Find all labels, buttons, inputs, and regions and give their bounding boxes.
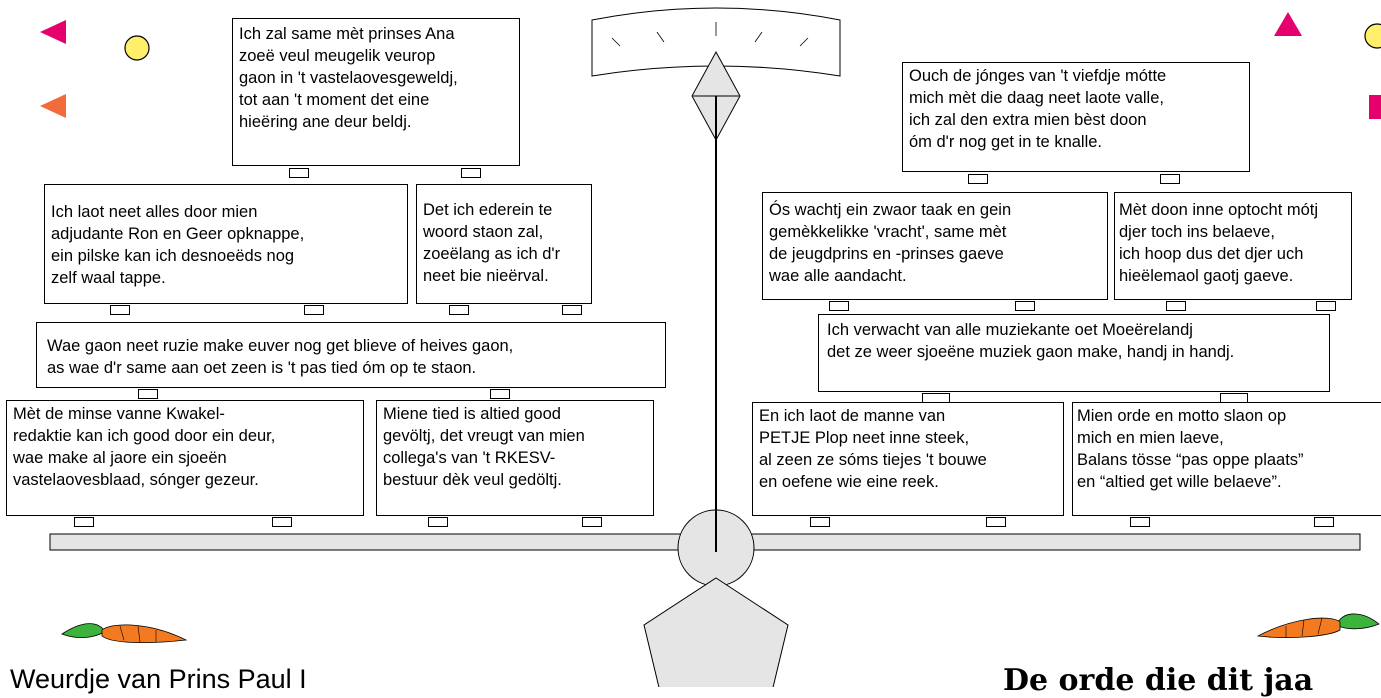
scale-base [643, 577, 789, 687]
weight-peg [1130, 517, 1150, 527]
weight-peg [272, 517, 292, 527]
carrot-icon [61, 623, 188, 644]
caption-left: Weurdje van Prins Paul I [10, 664, 307, 694]
weight-peg [968, 174, 988, 184]
weight-peg [428, 517, 448, 527]
weight-box-right-bottom-right: Mien orde en motto slaon op mich en mien… [1072, 402, 1381, 516]
weight-box-left-top: Ich zal same mèt prinses Ana zoeë veul m… [232, 18, 520, 166]
weight-peg [582, 517, 602, 527]
circle-yellow-icon [124, 35, 150, 61]
scale-dial [591, 7, 841, 77]
triangle-orange-icon [40, 94, 66, 118]
circle-yellow-icon [1364, 23, 1381, 49]
weight-box-left-bottom-left: Mèt de minse vanne Kwakel- redaktie kan … [6, 400, 364, 516]
weight-peg [138, 389, 158, 399]
weight-box-left-bottom-right: Miene tied is altied good gevöltj, det v… [376, 400, 654, 516]
weight-peg [1316, 301, 1336, 311]
weight-peg [449, 305, 469, 315]
weight-box-right-mid-right: Mèt doon inne optocht mótj djer toch ins… [1114, 192, 1352, 300]
weight-peg [1166, 301, 1186, 311]
weight-peg [810, 517, 830, 527]
weight-peg [829, 301, 849, 311]
weight-peg [1314, 517, 1334, 527]
weight-peg [461, 168, 481, 178]
weight-box-right-wide: Ich verwacht van alle muziekante oet Moe… [818, 314, 1330, 392]
weight-peg [1160, 174, 1180, 184]
triangle-up-pink-icon [1274, 12, 1302, 36]
weight-box-right-bottom-left: En ich laot de manne van PETJE Plop neet… [752, 402, 1064, 516]
weight-box-left-mid-right: Det ich ederein te woord staon zal, zoeë… [416, 184, 592, 304]
weight-peg [562, 305, 582, 315]
weight-peg [490, 389, 510, 399]
weight-peg [74, 517, 94, 527]
weight-peg [289, 168, 309, 178]
weight-box-left-mid-left: Ich laot neet alles door mien adjudante … [44, 184, 408, 304]
weight-box-right-top: Ouch de jónges van 't viefdje mótte mich… [902, 62, 1250, 172]
weight-peg [304, 305, 324, 315]
weight-peg [1015, 301, 1035, 311]
weight-box-left-wide: Wae gaon neet ruzie make euver nog get b… [36, 322, 666, 388]
caption-right: De orde die dit jaa [1003, 663, 1314, 698]
weight-peg [986, 517, 1006, 527]
carrot-icon [1256, 613, 1380, 639]
weight-peg [110, 305, 130, 315]
weight-box-right-mid-left: Ós wachtj ein zwaor taak en gein gemèkke… [762, 192, 1108, 300]
square-pink-icon [1369, 95, 1381, 119]
triangle-pink-icon [40, 20, 66, 44]
